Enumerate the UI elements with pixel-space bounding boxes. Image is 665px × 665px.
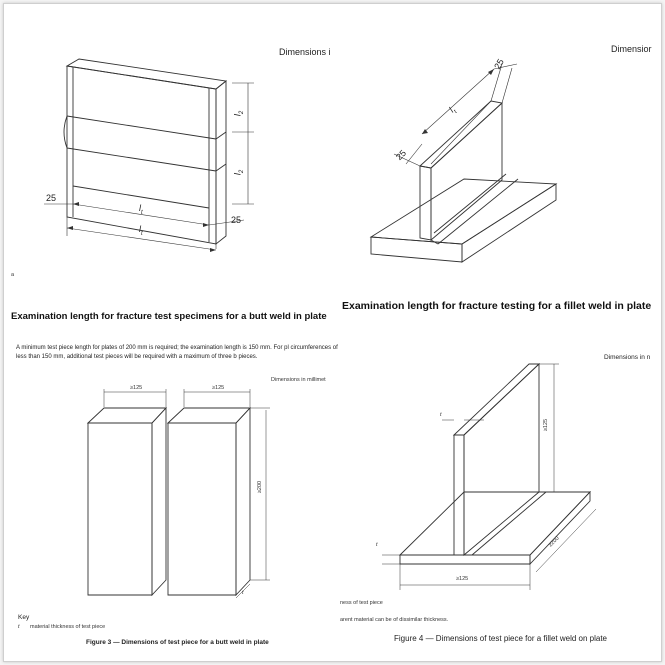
panel-butt-weld-fracture: Dimensions i (4, 4, 334, 332)
key-item-text: material thickness of test piece (30, 624, 106, 630)
panel-butt-weld-dimensions: A minimum test piece length for plates o… (4, 332, 338, 661)
dim-25-left: 25 (46, 193, 57, 203)
stray-letter: a (11, 272, 15, 278)
base-plate-front (371, 237, 462, 262)
butt-weld-test-piece-drawing (4, 332, 334, 661)
dim-t-lower: t (376, 542, 378, 548)
dim-25-right: 25 (231, 215, 242, 225)
fillet-weld-drawing (334, 4, 661, 332)
left-block-side (152, 408, 166, 595)
dim-base-width: ≥125 (456, 576, 469, 582)
upright-front-face (454, 435, 464, 555)
dim-right-top: ≥125 (212, 385, 225, 391)
units-label: Dimensions in millimet (271, 377, 326, 383)
base-plate-front (400, 555, 530, 564)
panel-fillet-weld-dimensions: Dimensions in n (334, 332, 661, 661)
units-label: Dimensior (611, 44, 652, 54)
butt-weld-drawing (4, 4, 334, 252)
fillet-weld-test-piece-drawing (334, 332, 661, 661)
plate-side-face (216, 81, 226, 244)
dim-l2-top: l2 (232, 110, 246, 117)
dim-height: ≥125 (543, 418, 550, 432)
note-1: ness of test piece (340, 600, 383, 606)
dim-lt-lower: lt (139, 224, 143, 237)
units-label: Dimensions in n (604, 354, 651, 361)
upright-top-edge (454, 364, 539, 435)
screenshot-frame: Dimensions i (3, 3, 662, 662)
caption-figure-4: Figure 4 — Dimensions of test piece for … (394, 634, 607, 643)
upright-top-edge (420, 101, 502, 168)
note-2: arent material can be of dissimilar thic… (340, 617, 449, 623)
base-plate-top (371, 179, 556, 244)
dim-t-upper: t (440, 412, 442, 418)
units-label: Dimensions i (279, 47, 331, 57)
right-block-side (236, 408, 250, 595)
base-plate-side (530, 492, 590, 564)
base-plate-side (462, 184, 556, 262)
upright-side-face (431, 103, 502, 240)
dim-t: t (242, 590, 244, 596)
dim-l2-bottom: l2 (232, 169, 246, 176)
upright-side-face (464, 364, 539, 555)
caption-butt-weld-fracture: Examination length for fracture test spe… (11, 311, 327, 322)
dim-lt-upper: lt (139, 203, 143, 216)
plate-top-face (67, 59, 226, 89)
caption-fillet-weld-fracture: Examination length for fracture testing … (342, 300, 652, 312)
plate-front-face (67, 66, 216, 244)
key-title: Key (18, 614, 30, 621)
right-block-front (168, 423, 236, 595)
dim-height: ≥200 (257, 480, 264, 494)
dim-left-top: ≥125 (130, 385, 143, 391)
weld-bead-left (64, 116, 67, 148)
panel-fillet-weld-fracture: Dimensior (334, 4, 661, 332)
caption-figure-3: Figure 3 — Dimensions of test piece for … (86, 639, 269, 646)
key-item-symbol: t (18, 624, 20, 630)
requirement-paragraph: A minimum test piece length for plates o… (16, 345, 338, 360)
left-block-front (88, 423, 152, 595)
